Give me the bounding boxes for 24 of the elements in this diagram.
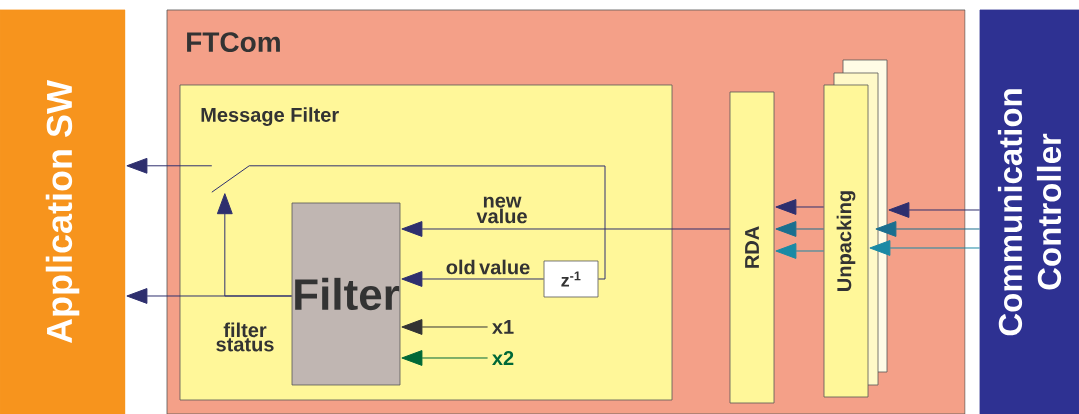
arrow [875, 221, 981, 237]
edge-label: new value [476, 196, 527, 224]
arrow [216, 193, 293, 297]
input-label: x2 [492, 351, 514, 365]
filter-box: Filter [291, 202, 401, 386]
arrow [775, 199, 825, 215]
arrow [869, 240, 981, 256]
edge-label: old value [446, 259, 530, 275]
arrow [126, 157, 213, 174]
arrow [401, 221, 731, 237]
edge-label: filter status [216, 322, 274, 352]
switch-symbol [211, 165, 250, 193]
controller-box: Communication Controller [979, 9, 1079, 414]
application-box: Application SW [0, 9, 126, 414]
arrow [401, 319, 489, 335]
arrow [401, 350, 489, 366]
arrow [775, 221, 825, 237]
rda-bar: RDA [729, 91, 775, 404]
arrow [888, 202, 981, 218]
arrow [775, 243, 825, 259]
arrow [401, 271, 545, 287]
delay-box: z$^{-1}$ [543, 260, 599, 298]
unpacking-stack: Unpacking [823, 59, 888, 398]
input-label: x1 [492, 320, 514, 334]
